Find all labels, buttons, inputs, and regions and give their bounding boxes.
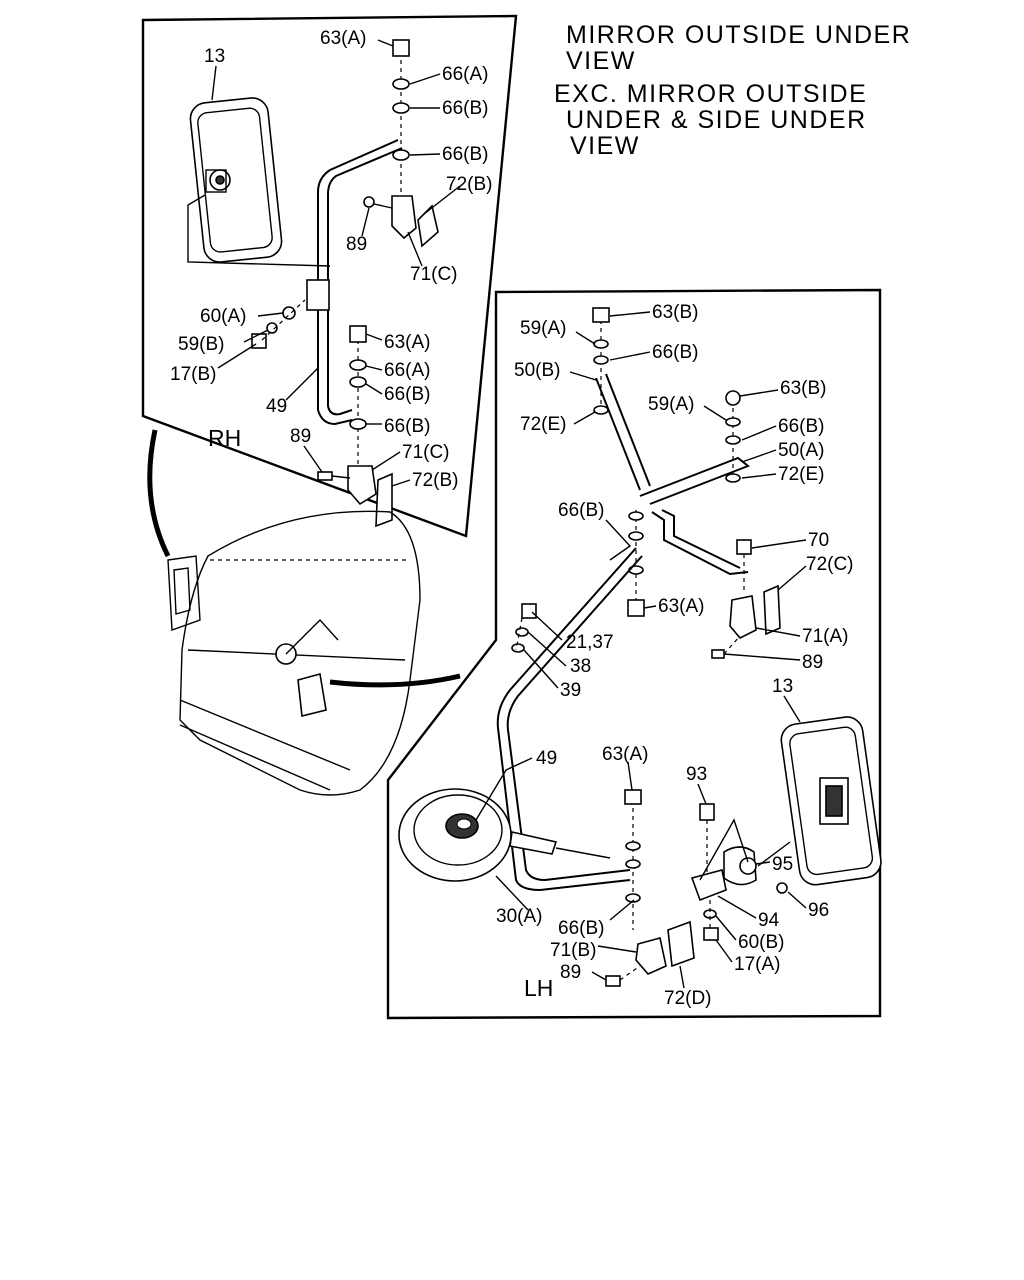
- lh-label-38: 38: [570, 656, 591, 677]
- lh-label-93: 93: [686, 764, 707, 785]
- lh-mirror-mount: [690, 803, 791, 941]
- lh-label-66b-4: 66(B): [558, 918, 604, 939]
- rh-label-72b-low: 72(B): [412, 470, 458, 491]
- lh-bracket-71a: [711, 539, 781, 659]
- rh-label-89-top: 89: [346, 234, 367, 255]
- side-label-rh: RH: [208, 425, 241, 451]
- lh-label-96: 96: [808, 900, 829, 921]
- rh-label-49: 49: [266, 396, 287, 417]
- under-view-mirror-30a: [398, 788, 512, 882]
- lh-label-71b: 71(B): [550, 940, 596, 961]
- rh-label-66b-1: 66(B): [442, 98, 488, 119]
- leader-lines: [211, 39, 807, 989]
- lh-label-89-2: 89: [560, 962, 581, 983]
- lh-label-94: 94: [758, 910, 780, 931]
- lh-bracket-71b: [605, 920, 695, 987]
- lh-label-63a-2: 63(A): [602, 744, 648, 765]
- lh-label-59a-1: 59(A): [520, 318, 566, 339]
- lh-label-71a: 71(A): [802, 626, 848, 647]
- lh-label-72e-2: 72(E): [778, 464, 824, 485]
- subtitle-line-2: UNDER & SIDE UNDER: [566, 106, 867, 134]
- lh-arm-49: [496, 547, 637, 892]
- lh-label-30a: 30(A): [496, 906, 542, 927]
- rh-label-66b-2: 66(B): [442, 144, 488, 165]
- rh-label-71c-top: 71(C): [410, 264, 458, 285]
- title-line-2: VIEW: [566, 47, 636, 75]
- lh-label-21-37: 21,37: [566, 632, 614, 653]
- title-line-1: MIRROR OUTSIDE UNDER: [566, 21, 912, 49]
- lh-label-66b-1: 66(B): [652, 342, 698, 363]
- side-label-lh: LH: [524, 975, 553, 1001]
- lh-label-66b-3: 66(B): [558, 500, 604, 521]
- lh-arm-50b: [595, 373, 651, 491]
- subtitle-line-3: VIEW: [570, 132, 640, 160]
- rh-side-fasteners: [251, 299, 306, 349]
- rh-label-63a-top: 63(A): [320, 28, 366, 49]
- lh-mirror-13: [780, 716, 882, 886]
- lh-label-17a: 17(A): [734, 954, 780, 975]
- rh-label-60a: 60(A): [200, 306, 246, 327]
- rh-upper-stack: [363, 39, 439, 248]
- rh-mirror-13: [189, 97, 283, 263]
- lh-label-63a-1: 63(A): [658, 596, 704, 617]
- lh-label-49: 49: [536, 748, 557, 769]
- rh-lower-stack: [317, 325, 393, 528]
- lh-stack-lower: [624, 789, 642, 930]
- magnifier-arc-lower: [329, 673, 461, 688]
- rh-label-66a-low: 66(A): [384, 360, 430, 381]
- lh-label-95: 95: [772, 854, 793, 875]
- lh-label-59a-2: 59(A): [648, 394, 694, 415]
- lh-fasteners-21-39: [511, 603, 537, 653]
- lh-label-72e-1: 72(E): [520, 414, 566, 435]
- lh-label-60b: 60(B): [738, 932, 784, 953]
- lh-inset-frame: [386, 288, 882, 1020]
- diagram-title: MIRROR OUTSIDE UNDER VIEW: [566, 22, 911, 74]
- lh-label-50b: 50(B): [514, 360, 560, 381]
- rh-label-59b: 59(B): [178, 334, 224, 355]
- lh-arm-49-inner: [506, 555, 643, 882]
- lh-label-50a: 50(A): [778, 440, 824, 461]
- lh-label-72d: 72(D): [664, 988, 712, 1009]
- rh-label-89-low: 89: [290, 426, 311, 447]
- rh-inset-frame: [141, 14, 518, 538]
- diagram-subtitle: EXC. MIRROR OUTSIDE UNDER & SIDE UNDER V…: [554, 81, 867, 159]
- rh-label-63a-low: 63(A): [384, 332, 430, 353]
- lh-stack-right: [725, 390, 741, 483]
- lh-stack-center: [627, 510, 645, 617]
- lh-label-39: 39: [560, 680, 581, 701]
- lh-label-13: 13: [772, 676, 793, 697]
- lh-label-63b-2: 63(B): [780, 378, 826, 399]
- lh-arm-sleeve: [509, 831, 558, 855]
- lh-label-63b-1: 63(B): [652, 302, 698, 323]
- rh-arm-clamp: [306, 279, 330, 311]
- lh-label-70: 70: [808, 530, 829, 551]
- rh-label-66b-3: 66(B): [384, 384, 430, 405]
- lh-label-72c: 72(C): [806, 554, 854, 575]
- rh-label-13: 13: [204, 46, 225, 67]
- lh-label-89-1: 89: [802, 652, 823, 673]
- vehicle-cab: [167, 510, 421, 796]
- lh-label-66b-2: 66(B): [778, 416, 824, 437]
- subtitle-line-1: EXC. MIRROR OUTSIDE: [554, 80, 868, 108]
- rh-label-72b-top: 72(B): [446, 174, 492, 195]
- rh-label-66b-4: 66(B): [384, 416, 430, 437]
- magnifier-arc: [147, 429, 171, 558]
- rh-mirror-leader: [187, 194, 331, 267]
- rh-label-71c-low: 71(C): [402, 442, 450, 463]
- rh-label-17b: 17(B): [170, 364, 216, 385]
- lh-stack-left: [592, 307, 610, 415]
- rh-label-66a-top: 66(A): [442, 64, 488, 85]
